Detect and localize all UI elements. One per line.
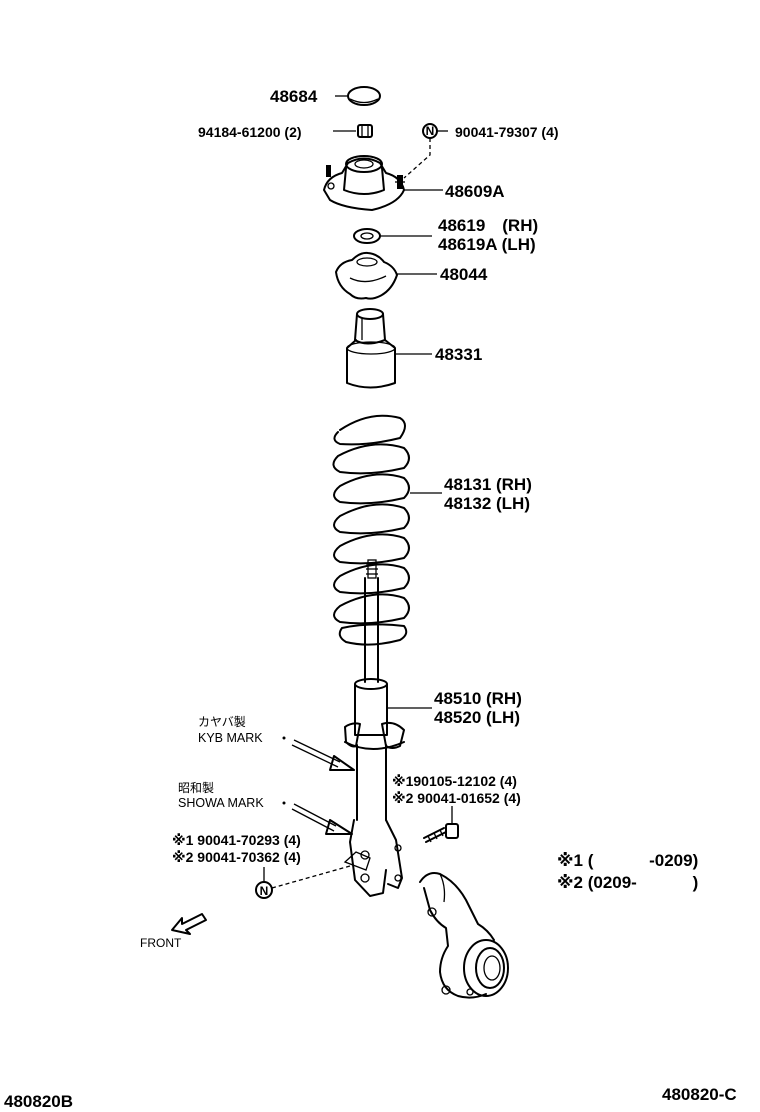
note-2: ※2 (0209- ) [557,873,698,892]
n-symbol-upper: N [422,123,438,139]
label-small-nut: 94184-61200 (2) [198,124,302,140]
n-symbol-lower: N [255,881,273,899]
steering-knuckle [419,872,509,999]
code-right: 480820-C [662,1085,737,1104]
label-showa-jp: 昭和製 [178,781,214,795]
dash-n-upper [403,138,431,179]
label-cap: 48684 [270,87,318,106]
code-left: 480820B [4,1092,73,1111]
label-lower-nut-1: ※1 90041-70293 (4) [172,832,301,848]
showa-arrow [291,803,353,835]
small-nut-94184 [357,124,373,138]
bearing-48619 [353,228,381,244]
label-lower-nut-2: ※2 90041-70362 (4) [172,849,301,865]
label-bearing-rh: 48619 (RH) [438,216,538,235]
label-bolt-2: ※2 90041-01652 (4) [392,790,521,806]
kyb-arrow [291,739,355,771]
label-bumper: 48331 [435,345,482,364]
front-label: FRONT [140,936,182,950]
bolt-lower [423,823,459,843]
label-showa-mark: SHOWA MARK [178,796,264,810]
svg-text:N: N [260,884,269,898]
shock-absorber-48510 [343,577,405,897]
bump-stopper-48331 [346,308,396,389]
svg-text:N: N [426,124,435,138]
label-absorber-rh: 48510 (RH) [434,689,522,708]
front-arrow-icon [171,913,207,935]
label-support: 48609A [445,182,505,201]
dash-n-lower [271,865,351,889]
label-kyb-jp: カヤバ製 [198,715,246,729]
label-kyb-mark: KYB MARK [198,731,263,745]
spring-seat-48044 [335,251,398,300]
label-nut-n: 90041-79307 (4) [455,124,559,140]
coil-spring-48131 [332,414,410,646]
label-spring-rh: 48131 (RH) [444,475,532,494]
upper-support-48609A [323,155,405,211]
label-seat: 48044 [440,265,488,284]
label-bolt-1: ※190105-12102 (4) [392,773,517,789]
note-1: ※1 ( -0209) [557,851,698,870]
label-spring-lh: 48132 (LH) [444,494,530,513]
cap-48684 [347,86,381,106]
kyb-dot [282,736,286,740]
label-absorber-lh: 48520 (LH) [434,708,520,727]
label-bearing-lh: 48619A (LH) [438,235,536,254]
showa-dot [282,801,286,805]
